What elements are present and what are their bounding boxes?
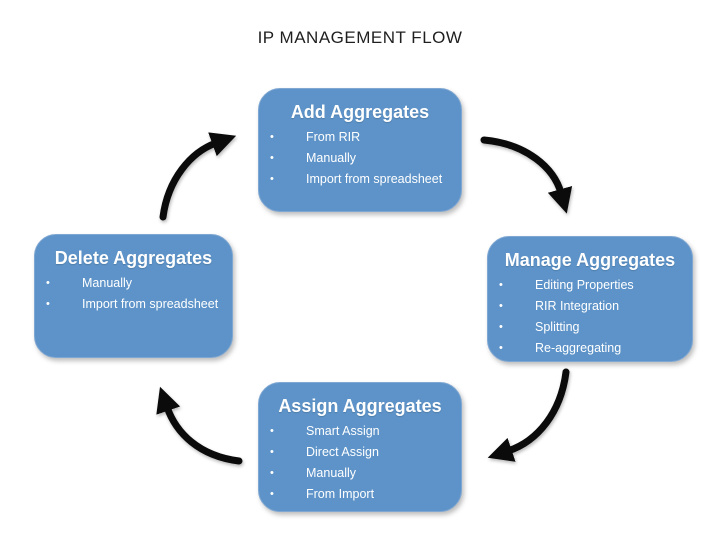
node-item-label: Smart Assign [306,424,380,438]
node-item-list: • Manually • Import from spreadsheet [35,273,232,315]
node-delete-aggregates: Delete Aggregates • Manually • Import from… [34,234,233,358]
node-item-label: Editing Properties [535,278,634,292]
node-assign-aggregates: Assign Aggregates • Smart Assign • Direct … [258,382,462,512]
node-item: • Manually [46,273,226,294]
bullet-icon: • [270,152,274,164]
bullet-icon: • [270,446,274,458]
node-item-label: From Import [306,487,375,501]
bullet-icon: • [46,277,50,289]
node-item: • From Import [270,484,455,505]
node-item: • Direct Assign [270,442,455,463]
node-item-list: • From RIR • Manually • Import from spreads… [259,127,461,190]
bullet-icon: • [499,300,503,312]
node-manage-aggregates: Manage Aggregates • Editing Properties • R… [487,236,693,362]
bullet-icon: • [270,467,274,479]
node-item-label: Splitting [535,320,580,334]
node-item: • Smart Assign [270,421,455,442]
node-item-label: Import from spreadsheet [82,297,219,311]
node-item: • Editing Properties [499,275,686,296]
bullet-icon: • [270,173,274,185]
bullet-icon: • [499,321,503,333]
node-item: • From RIR [270,127,455,148]
node-item-label: Import from spreadsheet [306,172,443,186]
node-item-label: Manually [82,276,133,290]
node-add-aggregates: Add Aggregates • From RIR • Manually • Impo… [258,88,462,212]
arrow-assign-to-delete-icon [156,386,243,465]
node-title: Delete Aggregates [54,248,213,268]
node-item-list: • Smart Assign • Direct Assign • Manually •… [259,421,461,505]
node-item-list: • Editing Properties • RIR Integration • Sp… [488,275,692,359]
node-item: • Import from spreadsheet [270,169,455,190]
node-item-label: Manually [306,466,357,480]
arrow-manage-to-assign-icon [487,368,570,462]
bullet-icon: • [499,279,503,291]
arrow-add-to-manage-icon [480,136,573,214]
diagram-title: IP MANAGEMENT FLOW [257,28,463,47]
node-item-label: Direct Assign [306,445,379,459]
node-item: • Splitting [499,317,686,338]
node-item-label: RIR Integration [535,299,620,313]
bullet-icon: • [46,298,50,310]
node-item: • Manually [270,148,455,169]
node-item: • Manually [270,463,455,484]
node-title: Manage Aggregates [504,250,676,270]
node-item-label: Manually [306,151,357,165]
bullet-icon: • [270,131,274,143]
node-title: Assign Aggregates [278,396,442,416]
node-item: • Re-aggregating [499,338,686,359]
node-item: • Import from spreadsheet [46,294,226,315]
bullet-icon: • [270,425,274,437]
bullet-icon: • [270,488,274,500]
node-title: Add Aggregates [290,102,430,122]
arrow-delete-to-add-icon [159,132,237,221]
node-item-label: From RIR [306,130,361,144]
node-item-label: Re-aggregating [535,341,622,355]
bullet-icon: • [499,342,503,354]
node-item: • RIR Integration [499,296,686,317]
